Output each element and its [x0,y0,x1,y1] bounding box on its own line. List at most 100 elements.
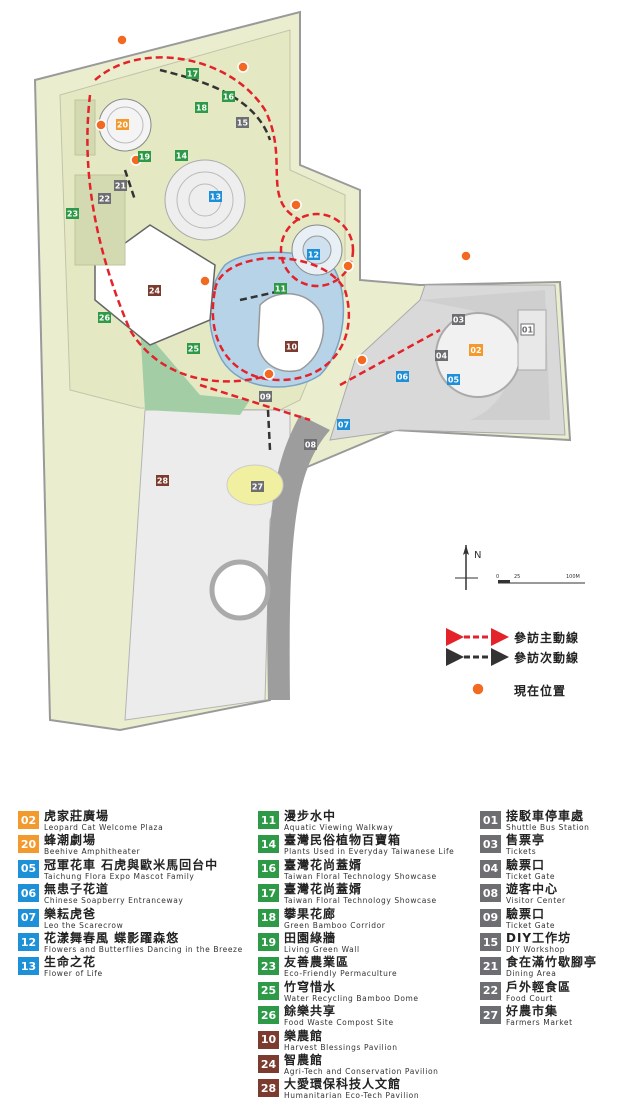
legend-badge: 15 [480,933,501,951]
legend-title-zh: DIY工作坊 [506,931,572,945]
svg-text:0: 0 [496,574,499,580]
legend-badge: 09 [480,908,501,927]
svg-text:17: 17 [187,70,198,79]
legend-title-en: Plants Used in Everyday Taiwanese Life [284,847,455,857]
legend-badge: 02 [18,811,39,829]
svg-text:19: 19 [139,153,151,162]
legend-badge: 08 [480,884,501,903]
here-markers [95,34,472,380]
svg-text:27: 27 [252,483,263,492]
svg-text:23: 23 [67,210,78,219]
parking-area [124,409,291,721]
map-badge-26: 26 [98,312,111,323]
legend-badge: 28 [258,1079,279,1098]
pavilion-10 [257,293,325,372]
map-badge-25: 25 [187,343,200,354]
legend-badge: 26 [258,1006,279,1025]
legend-title-en: Green Bamboo Corridor [284,920,386,930]
legend-title-zh: 驗票口 [506,906,546,921]
legend-title-en: Eco-Friendly Permaculture [284,969,398,979]
legend-title-zh: 友善農業區 [284,955,350,970]
legend-title-zh: 遊客中心 [506,882,559,897]
map-badge-27: 27 [251,481,264,492]
legend-badge: 16 [258,859,279,878]
svg-text:20: 20 [117,121,129,130]
legend-title-en: Flower of Life [44,969,103,979]
legend-title-zh: 臺灣民俗植物百寶箱 [284,833,402,848]
legend-title-en: Ticket Gate [506,871,556,881]
svg-text:11: 11 [275,285,287,294]
legend-title-zh: 臺灣花尚蓋婿 [284,882,363,897]
legend-title-zh: 樂農館 [284,1028,324,1043]
legend-title-en: Leopard Cat Welcome Plaza [44,823,164,832]
legend-title-zh: 竹穹惜水 [284,979,337,994]
map-badge-12: 12 [307,249,320,260]
legend-title-zh: 虎家莊廣場 [44,809,110,823]
map-badge-13: 13 [209,191,222,202]
legend-badge: 07 [18,908,39,927]
parking-lot-east [517,309,547,371]
svg-text:07: 07 [338,421,349,430]
legend-title-en: Dining Area [506,969,557,979]
svg-text:08: 08 [305,441,317,450]
svg-text:25: 25 [514,574,520,580]
legend-title-en: Visitor Center [506,896,566,906]
svg-text:04: 04 [436,352,448,361]
map-badge-21: 21 [114,180,127,191]
map-badge-05: 05 [447,374,460,385]
legend-title-zh: 無患子花道 [44,882,110,897]
legend-badge: 04 [480,859,501,878]
legend-title-en: Ticket Gate [506,920,556,930]
map-badge-01: 01 [520,323,535,336]
map-badge-28: 28 [156,475,169,486]
legend-title-en: Harvest Blessings Pavilion [284,1042,398,1052]
legend-badge: 03 [480,835,501,854]
map-badge-03: 03 [452,314,465,325]
north-arrow: N [455,545,481,590]
svg-text:06: 06 [397,373,409,382]
legend-title-zh: 接駁車停車處 [506,809,585,823]
legend-badge: 25 [258,981,279,1000]
svg-text:09: 09 [260,393,272,402]
legend-title-en: Taiwan Floral Technology Showcase [284,896,437,906]
legend-title-zh: 售票亭 [506,833,546,848]
roundabout [209,559,271,621]
legend-title-en: Aquatic Viewing Walkway [284,823,394,832]
map-badge-14: 14 [175,150,188,161]
legend-title-zh: 驗票口 [506,857,546,872]
map-badge-22: 22 [98,193,111,204]
legend-title-zh: 臺灣花尚蓋婿 [284,857,363,872]
scale-bar: 0 25 100M [496,574,585,584]
legend-title-en: Flowers and Butterflies Dancing in the B… [44,945,243,954]
legend-title-en: Living Green Wall [284,945,360,954]
legend-title-en: Agri-Tech and Conservation Pavilion [284,1067,439,1076]
legend-badge: 20 [18,835,39,854]
legend-title-zh: 樂耘虎爸 [44,906,97,921]
legend-badge: 13 [18,957,39,976]
legend-title-en: DIY Workshop [506,945,566,954]
legend-main-route: 參訪主動線 [514,631,580,645]
flower-ring [176,171,234,229]
legend-title-zh: 戶外輕食區 [506,979,572,994]
park-map: 01 02 03 04 05 06 07 08 09 10 11 12 13 1… [33,10,585,732]
legend-badge: 12 [18,933,39,951]
svg-text:25: 25 [188,345,200,354]
